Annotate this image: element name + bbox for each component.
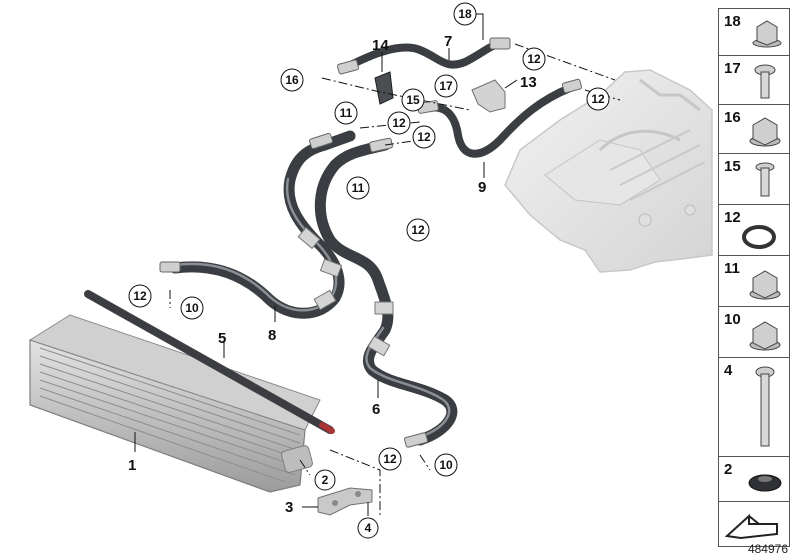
- rubber-grommet-icon: [748, 474, 782, 492]
- callout-12: 12: [378, 447, 402, 471]
- callout-6: 6: [372, 401, 380, 418]
- legend-number: 18: [724, 13, 741, 30]
- legend-number: 17: [724, 60, 741, 77]
- legend-item-4: 4: [718, 357, 790, 456]
- legend-item-11: 11: [718, 255, 790, 306]
- callout-12: 12: [128, 284, 152, 308]
- oil-cooler: [28, 314, 321, 493]
- legend-number: 4: [724, 362, 733, 379]
- flange-nut-icon: [752, 20, 782, 48]
- callout-16: 16: [280, 68, 304, 92]
- view-direction-cell: [718, 501, 790, 547]
- callout-12: 12: [406, 218, 430, 242]
- svg-text:12: 12: [383, 452, 397, 466]
- svg-text:2: 2: [322, 473, 329, 487]
- callout-4: 4: [357, 517, 379, 539]
- exploded-parts-diagram: 1 3 5 6 7 8 9 13 14 2 4 10 10 11 11 12 1…: [28, 2, 713, 539]
- seal-strip: [84, 290, 334, 434]
- svg-text:15: 15: [406, 93, 420, 107]
- legend-item-17: 17: [718, 55, 790, 104]
- svg-text:12: 12: [591, 92, 605, 106]
- svg-text:10: 10: [439, 458, 453, 472]
- hex-nut-icon: [749, 270, 781, 300]
- callout-17: 17: [434, 74, 458, 98]
- callout-14: 14: [372, 37, 389, 54]
- callout-1: 1: [128, 457, 136, 474]
- legend-item-12: 12: [718, 204, 790, 255]
- svg-text:12: 12: [527, 52, 541, 66]
- svg-text:17: 17: [439, 79, 453, 93]
- hose-8: [159, 130, 356, 319]
- callout-18: 18: [453, 2, 477, 26]
- legend-number: 2: [724, 461, 733, 478]
- legend-number: 12: [724, 209, 741, 226]
- legend-number: 15: [724, 158, 741, 175]
- hex-nut-icon: [749, 321, 781, 351]
- callout-10: 10: [180, 296, 204, 320]
- callout-5: 5: [218, 330, 226, 347]
- svg-text:11: 11: [352, 181, 365, 195]
- parts-legend: 18 17 16 15 12 11: [718, 8, 790, 547]
- document-number: 484976: [747, 542, 788, 556]
- bracket: [317, 487, 373, 516]
- view-direction-arrow-icon: [724, 513, 778, 540]
- callout-3: 3: [285, 499, 293, 516]
- countersunk-screw-icon: [755, 162, 775, 197]
- callout-13: 13: [520, 74, 537, 91]
- hose-7: [336, 37, 511, 75]
- svg-text:18: 18: [458, 7, 472, 21]
- svg-text:12: 12: [392, 116, 406, 130]
- svg-text:4: 4: [365, 521, 372, 535]
- legend-number: 11: [724, 260, 740, 277]
- svg-text:16: 16: [285, 73, 299, 87]
- callout-11: 11: [346, 176, 370, 200]
- callout-8: 8: [268, 327, 276, 344]
- svg-text:11: 11: [340, 106, 353, 120]
- callout-2: 2: [314, 469, 336, 491]
- callout-15: 15: [401, 88, 425, 112]
- seal-strip-tip: [319, 422, 335, 434]
- long-bolt-icon: [755, 366, 775, 447]
- callout-12: 12: [387, 111, 411, 135]
- callout-12: 12: [412, 125, 436, 149]
- legend-number: 16: [724, 109, 741, 126]
- legend-item-15: 15: [718, 153, 790, 204]
- callouts: 1 3 5 6 7 8 9 13 14: [128, 33, 537, 516]
- legend-item-2: 2: [718, 456, 790, 501]
- legend-item-10: 10: [718, 306, 790, 357]
- svg-text:12: 12: [411, 223, 425, 237]
- o-ring-icon: [742, 225, 776, 249]
- svg-text:12: 12: [133, 289, 147, 303]
- legend-number: 10: [724, 311, 741, 328]
- callout-7: 7: [444, 33, 452, 50]
- callout-10: 10: [434, 453, 458, 477]
- callout-12: 12: [586, 87, 610, 111]
- hex-nut-icon: [749, 117, 781, 147]
- circled-callouts: 2 4 10 10 11 11 12 12 12 12 12 12 12 15 …: [128, 2, 610, 539]
- hose-6: [314, 137, 458, 448]
- clip-14: [374, 71, 394, 105]
- callout-11: 11: [334, 101, 358, 125]
- bracket-13: [471, 79, 506, 113]
- legend-item-18: 18: [718, 8, 790, 55]
- callout-12: 12: [522, 47, 546, 71]
- engine-block: [504, 69, 713, 273]
- callout-9: 9: [478, 179, 486, 196]
- torx-bolt-icon: [754, 64, 776, 99]
- legend-item-16: 16: [718, 104, 790, 153]
- svg-text:12: 12: [417, 130, 431, 144]
- svg-text:10: 10: [185, 301, 199, 315]
